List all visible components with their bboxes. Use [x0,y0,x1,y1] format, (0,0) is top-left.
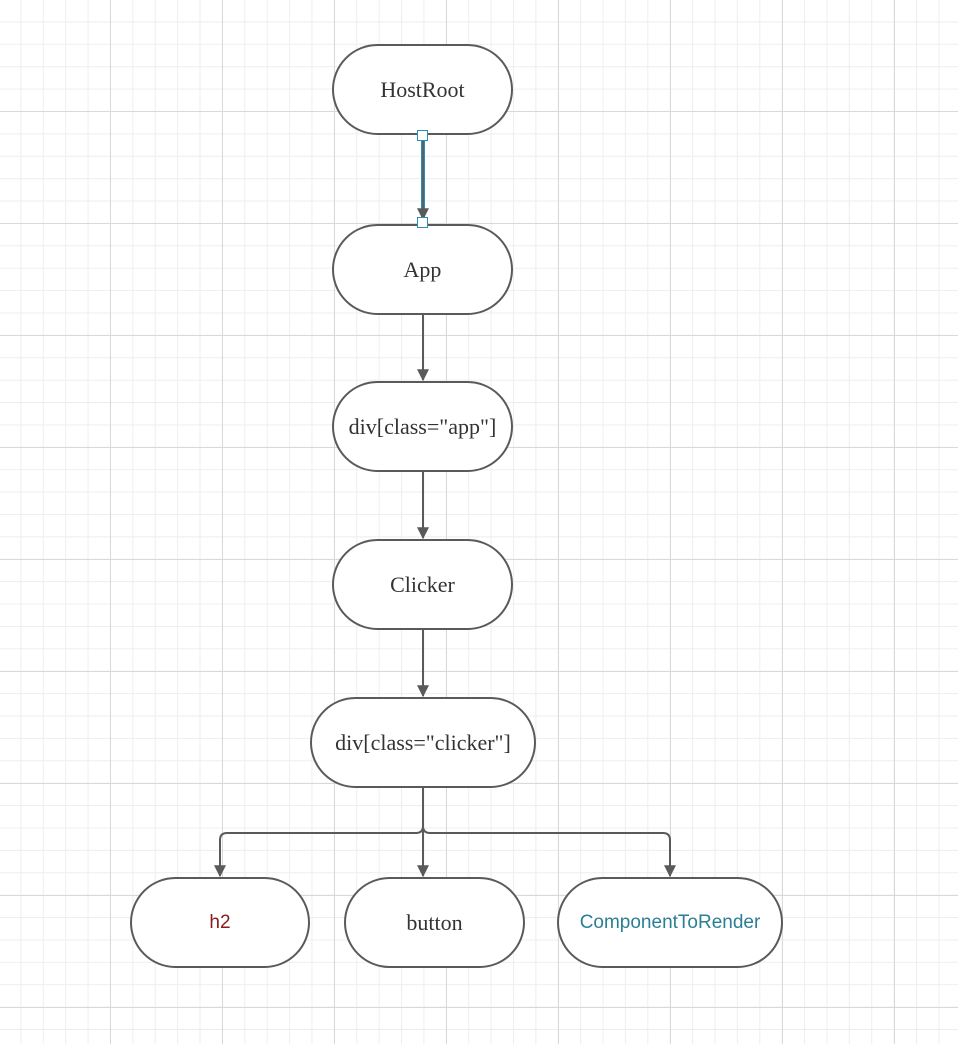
connector-end-handle[interactable] [417,217,428,228]
edge-div-clicker-to-component-to-render[interactable] [422,788,676,878]
node-div-app[interactable]: div[class="app"] [332,381,513,472]
node-button[interactable]: button [344,877,525,968]
node-component-to-render-label: ComponentToRender [579,911,761,933]
node-h2[interactable]: h2 [130,877,310,968]
node-host-root[interactable]: HostRoot [332,44,513,135]
node-clicker-label: Clicker [390,571,455,597]
node-app-label: App [403,256,442,282]
node-button-label: button [406,909,463,935]
edge-div-clicker-to-h2[interactable] [214,788,424,878]
connector-start-handle[interactable] [417,130,428,141]
node-div-clicker[interactable]: div[class="clicker"] [310,697,536,788]
node-component-to-render[interactable]: ComponentToRender [557,877,783,968]
node-app[interactable]: App [332,224,513,315]
node-div-app-label: div[class="app"] [348,413,497,439]
node-h2-label: h2 [209,911,231,933]
node-clicker[interactable]: Clicker [332,539,513,630]
node-host-root-label: HostRoot [380,76,465,102]
node-div-clicker-label: div[class="clicker"] [335,729,511,755]
